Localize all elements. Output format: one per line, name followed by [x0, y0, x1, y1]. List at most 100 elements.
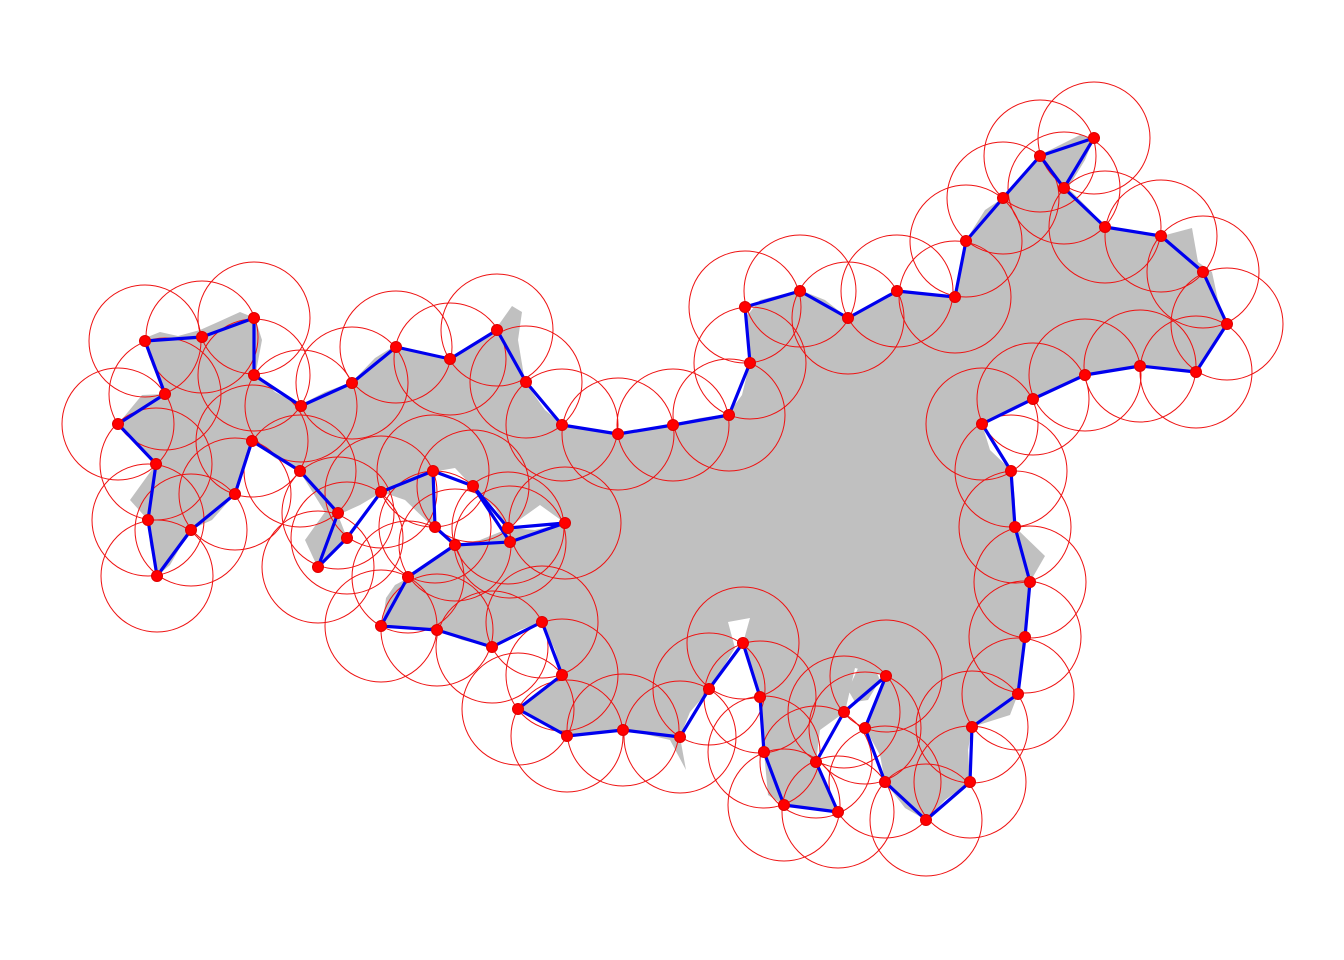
buffer-circle	[976, 342, 1090, 456]
landmass-layer	[118, 135, 1227, 820]
buffer-circle	[869, 763, 983, 877]
buffer-circle	[561, 377, 675, 491]
buffer-circle	[505, 368, 619, 482]
graph-node	[444, 353, 456, 365]
graph-node	[1027, 393, 1039, 405]
graph-node	[1012, 688, 1024, 700]
buffer-circle	[1028, 318, 1142, 432]
buffer-circle	[461, 652, 575, 766]
graph-node	[248, 312, 260, 324]
graph-node	[375, 620, 387, 632]
graph-node	[997, 192, 1009, 204]
graph-node	[810, 756, 822, 768]
graph-node	[723, 409, 735, 421]
graph-node	[431, 624, 443, 636]
graph-node	[142, 514, 154, 526]
graph-node	[248, 369, 260, 381]
graph-node	[502, 522, 514, 534]
buffer-circle	[281, 456, 395, 570]
buffer-circle	[134, 473, 248, 587]
graph-node	[390, 341, 402, 353]
graph-node	[739, 301, 751, 313]
buffer-circle	[1170, 267, 1284, 381]
graph-node	[512, 703, 524, 715]
graph-node	[346, 377, 358, 389]
buffer-circle	[416, 429, 530, 543]
buffer-circle	[393, 302, 507, 416]
buffer-circle	[1146, 215, 1260, 329]
buffer-circle-layer	[61, 81, 1284, 877]
graph-node	[556, 669, 568, 681]
buffer-circle	[469, 325, 583, 439]
buffer-circle	[983, 99, 1097, 213]
buffer-circle	[261, 510, 375, 624]
buffer-circle	[435, 590, 549, 704]
buffer-circle	[829, 619, 943, 733]
graph-node	[312, 561, 324, 573]
graph-node	[1034, 150, 1046, 162]
buffer-circle	[440, 273, 554, 387]
buffer-circle	[808, 671, 922, 785]
graph-node-layer	[112, 132, 1233, 826]
graph-node	[504, 536, 516, 548]
graph-node	[966, 721, 978, 733]
buffer-circle	[652, 632, 766, 746]
buffer-circle	[961, 637, 1075, 751]
graph-node	[758, 746, 770, 758]
graph-edge-inner-link	[1038, 154, 1066, 190]
buffer-circle	[672, 358, 786, 472]
graph-node	[703, 683, 715, 695]
graph-node	[832, 806, 844, 818]
graph-node	[491, 324, 503, 336]
graph-node	[332, 507, 344, 519]
graph-node	[449, 539, 461, 551]
graph-node	[1019, 631, 1031, 643]
graph-node	[1009, 521, 1021, 533]
graph-node	[880, 670, 892, 682]
buffer-circle	[828, 725, 942, 839]
graph-node	[794, 285, 806, 297]
graph-node	[294, 465, 306, 477]
graph-node	[246, 435, 258, 447]
buffer-circle	[485, 565, 599, 679]
buffer-circle	[791, 261, 905, 375]
buffer-circle	[324, 435, 438, 549]
graph-node	[754, 691, 766, 703]
graph-node	[617, 724, 629, 736]
buffer-circle	[244, 349, 358, 463]
graph-edge-inner-link	[471, 484, 512, 544]
graph-node	[112, 418, 124, 430]
buffer-circle	[759, 705, 873, 819]
graph-node	[1088, 132, 1100, 144]
graph-node	[1190, 366, 1202, 378]
graph-node	[402, 571, 414, 583]
graph-node	[559, 517, 571, 529]
graph-node	[341, 532, 353, 544]
landmass-shape	[118, 135, 1227, 820]
graph-node	[949, 291, 961, 303]
graph-node	[891, 285, 903, 297]
graph-node	[520, 376, 532, 388]
buffer-circle	[505, 618, 619, 732]
graph-node	[139, 335, 151, 347]
graph-node	[778, 799, 790, 811]
buffer-circle	[295, 326, 409, 440]
graph-node	[556, 419, 568, 431]
buffer-circle	[178, 437, 292, 551]
graph-node	[429, 521, 441, 533]
graph-node	[1079, 369, 1091, 381]
graph-node	[150, 458, 162, 470]
graph-node	[486, 641, 498, 653]
buffer-circle	[727, 748, 841, 862]
graph-node	[185, 524, 197, 536]
buffer-circle	[1048, 170, 1162, 284]
graph-node	[1099, 221, 1111, 233]
graph-node	[667, 419, 679, 431]
buffer-circle	[898, 240, 1012, 354]
buffer-circle	[1104, 179, 1218, 293]
buffer-circle	[686, 586, 800, 700]
graph-node	[920, 814, 932, 826]
graph-node	[612, 428, 624, 440]
buffer-circle	[1007, 131, 1121, 245]
